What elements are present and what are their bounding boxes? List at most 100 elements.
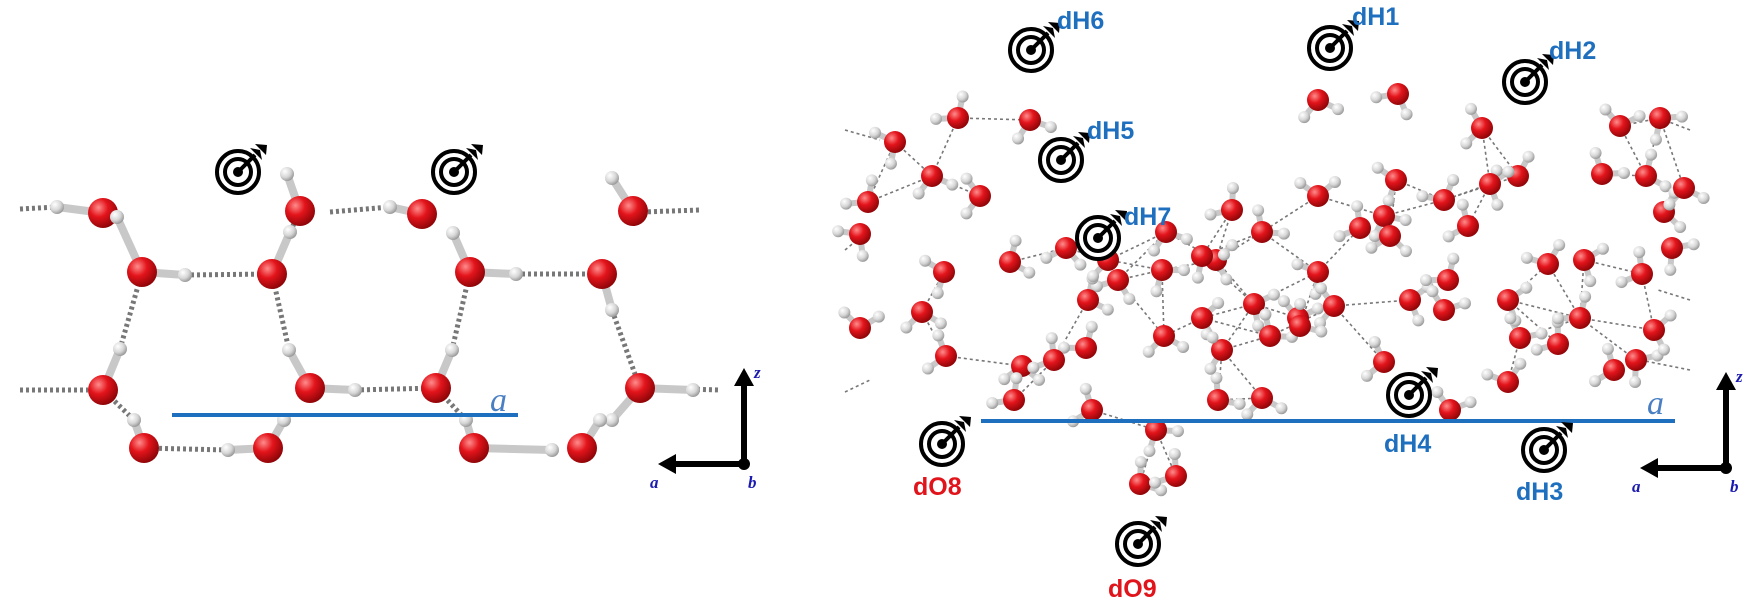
hydrogen-atom bbox=[1012, 132, 1025, 145]
oxygen-atom bbox=[1631, 263, 1653, 285]
hydrogen-atom bbox=[1617, 166, 1630, 179]
hydrogen-bond bbox=[1579, 317, 1655, 331]
hydrogen-atom bbox=[1416, 190, 1429, 203]
hydrogen-bond bbox=[1663, 119, 1691, 131]
hydrogen-atom bbox=[1514, 357, 1527, 370]
oxygen-atom bbox=[1081, 399, 1103, 421]
label-dH6: dH6 bbox=[1057, 7, 1104, 35]
oxygen-atom bbox=[1075, 337, 1097, 359]
hydrogen-atom bbox=[1553, 239, 1566, 252]
hydrogen-atom bbox=[1277, 227, 1290, 240]
hydrogen-atom bbox=[178, 268, 192, 282]
hydrogen-atom bbox=[1143, 445, 1156, 458]
oxygen-atom bbox=[1661, 237, 1683, 259]
oxygen-atom bbox=[1509, 327, 1531, 349]
hydrogen-atom bbox=[1371, 161, 1384, 174]
oxygen-atom bbox=[1003, 389, 1025, 411]
hydrogen-atom bbox=[127, 413, 141, 427]
hydrogen-atom bbox=[1615, 276, 1628, 289]
hydrogen-atom bbox=[1663, 198, 1676, 211]
oxygen-atom bbox=[1323, 295, 1345, 317]
oxygen-atom bbox=[1019, 109, 1041, 131]
hydrogen-atom bbox=[869, 126, 882, 139]
oxygen-atom bbox=[935, 345, 957, 367]
hydrogen-atom bbox=[1365, 241, 1378, 254]
hydrogen-atom bbox=[1294, 298, 1307, 311]
oxygen-atom bbox=[1437, 269, 1459, 291]
oxygen-atom bbox=[999, 251, 1021, 273]
hydrogen-atom bbox=[1458, 297, 1471, 310]
hydrogen-atom bbox=[545, 443, 559, 457]
left-coordinate-axes: z a b bbox=[650, 363, 761, 492]
oxygen-atom bbox=[1011, 355, 1033, 377]
hydrogen-atom bbox=[1530, 343, 1543, 356]
hydrogen-atom bbox=[1044, 121, 1057, 134]
oxygen-atom bbox=[567, 433, 597, 463]
oxygen-atom bbox=[253, 433, 283, 463]
oxygen-atom bbox=[459, 433, 489, 463]
hydrogen-atom bbox=[1382, 194, 1395, 207]
oxygen-atom bbox=[1457, 215, 1479, 237]
oxygen-atom bbox=[1191, 307, 1213, 329]
hydrogen-atom bbox=[840, 197, 853, 210]
hydrogen-atom bbox=[1204, 208, 1217, 221]
hydrogen-atom bbox=[998, 373, 1011, 386]
oxygen-atom bbox=[1259, 325, 1281, 347]
right-axis-z: z bbox=[1735, 367, 1743, 386]
hydrogen-atom bbox=[1206, 331, 1219, 344]
oxygen-atom bbox=[295, 373, 325, 403]
hydrogen-atom bbox=[605, 171, 619, 185]
hydrogen-atom bbox=[1431, 386, 1444, 399]
oxygen-atom bbox=[1573, 249, 1595, 271]
hydrogen-atom bbox=[1664, 309, 1677, 322]
hydrogen-atom bbox=[832, 225, 845, 238]
hydrogen-bond bbox=[1659, 117, 1685, 189]
oxygen-atom bbox=[1547, 333, 1569, 355]
hydrogen-atom bbox=[1520, 251, 1533, 264]
hydrogen-atom bbox=[1315, 325, 1328, 338]
oxygen-atom bbox=[933, 261, 955, 283]
target-icon bbox=[1521, 420, 1575, 473]
hydrogen-atom bbox=[686, 383, 700, 397]
left-covalent-bonds bbox=[53, 170, 697, 454]
hydrogen-atom bbox=[1259, 308, 1272, 321]
hydrogen-atom bbox=[1645, 148, 1658, 161]
oxygen-atom bbox=[257, 259, 287, 289]
hydrogen-atom bbox=[1552, 312, 1565, 325]
oxygen-atom bbox=[1433, 299, 1455, 321]
hydrogen-atom bbox=[960, 207, 973, 220]
hydrogen-atom bbox=[932, 329, 945, 342]
hydrogen-bond bbox=[1657, 289, 1691, 301]
target-icon bbox=[1075, 208, 1129, 261]
hydrogen-atom bbox=[1504, 312, 1517, 325]
hydrogen-bond bbox=[931, 117, 959, 177]
hydrogen-atom bbox=[1412, 314, 1425, 327]
oxygen-atom bbox=[911, 301, 933, 323]
hydrogen-atom bbox=[900, 321, 913, 334]
hydrogen-atom bbox=[884, 157, 897, 170]
hydrogen-atom bbox=[1633, 109, 1646, 122]
hydrogen-atom bbox=[1456, 198, 1469, 211]
hydrogen-bond bbox=[101, 388, 136, 422]
hydrogen-atom bbox=[1204, 362, 1217, 375]
oxygen-atom bbox=[1211, 339, 1233, 361]
hydrogen-atom bbox=[1294, 177, 1307, 190]
hydrogen-atom bbox=[1333, 230, 1346, 243]
label-dH7: dH7 bbox=[1124, 203, 1171, 231]
hydrogen-atom bbox=[1687, 238, 1700, 251]
hydrogen-atom bbox=[1180, 233, 1193, 246]
hydrogen-atom bbox=[838, 306, 851, 319]
hydrogen-atom bbox=[1210, 372, 1223, 385]
target-icon bbox=[1038, 130, 1092, 183]
oxygen-atom bbox=[88, 198, 118, 228]
hydrogen-atom bbox=[1171, 425, 1184, 438]
hydrogen-bond bbox=[1507, 299, 1559, 345]
label-dH4: dH4 bbox=[1384, 430, 1431, 458]
hydrogen-atom bbox=[1675, 110, 1688, 123]
oxygen-atom bbox=[618, 196, 648, 226]
hydrogen-bond bbox=[1383, 199, 1445, 217]
hydrogen-atom bbox=[1233, 397, 1246, 410]
hydrogen-atom bbox=[1217, 248, 1230, 261]
hydrogen-atom bbox=[1491, 198, 1504, 211]
